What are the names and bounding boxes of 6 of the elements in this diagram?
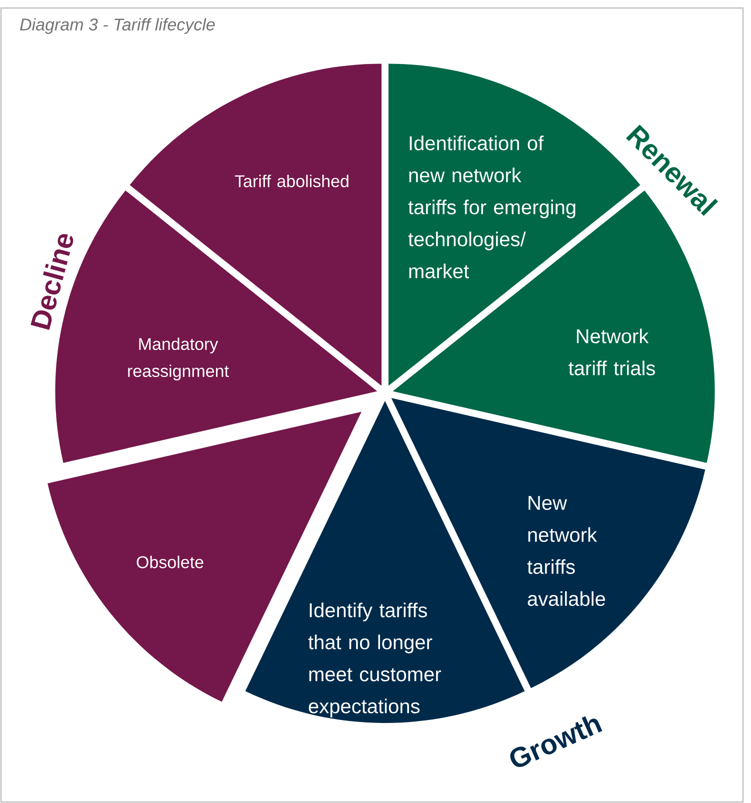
- title: Diagram 3 - Tariff lifecycle: [20, 18, 215, 34]
- node-label: Obsolete: [136, 556, 204, 568]
- node-label: Tariff abolished: [234, 174, 348, 188]
- node-label: New network tariffs available: [527, 496, 606, 606]
- node-label: Mandatory reassignment: [128, 338, 229, 380]
- pie-segment: Identify tariffs that no longer meet customer expectations: [245, 401, 525, 723]
